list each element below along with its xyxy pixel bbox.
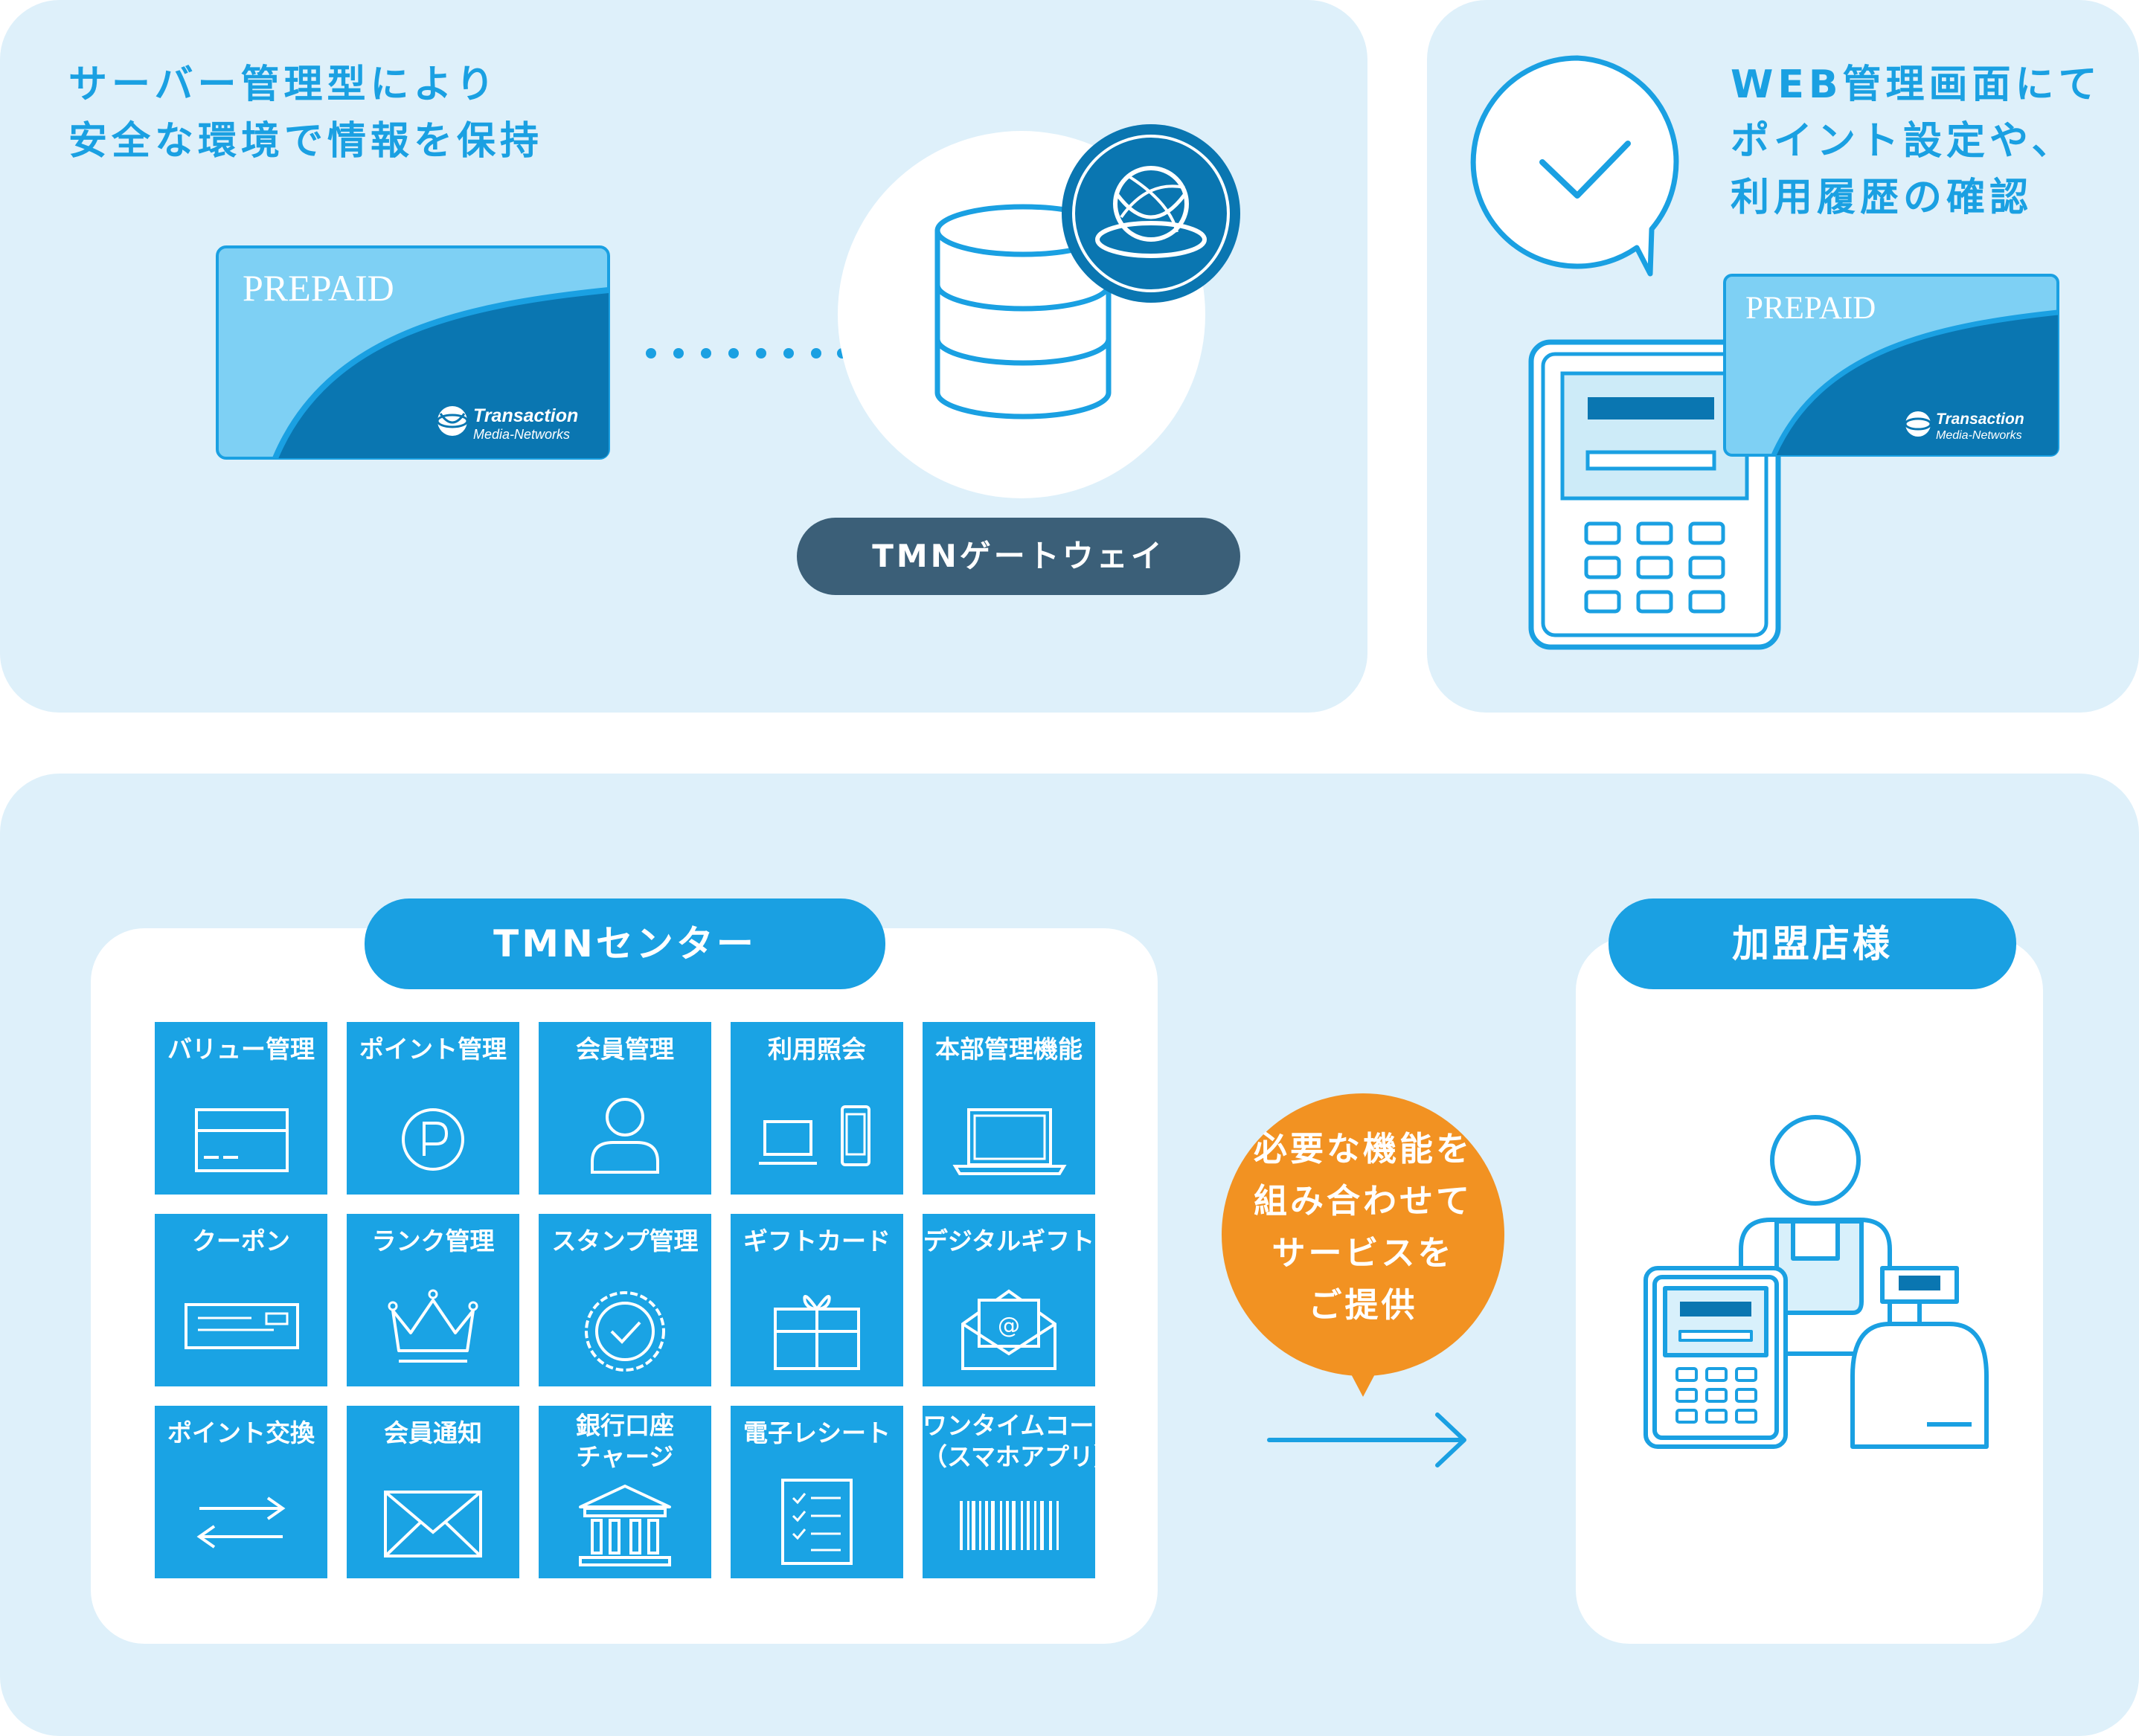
top-left-heading-line-2: 安全な環境で情報を保持 — [68, 119, 544, 164]
function-tile-label-line: ワンタイムコード — [923, 1411, 1119, 1440]
svg-text:@: @ — [998, 1313, 1020, 1339]
top-right-heading: WEB管理画面にて ポイント設定や、 利用履歴の確認 — [1731, 57, 2102, 226]
function-tile: 会員管理 — [539, 1022, 711, 1195]
orange-bubble-text: 必要な機能を 組み合わせて サービスを ご提供 — [1207, 1123, 1519, 1331]
top-right-heading-line-2: ポイント設定や、 — [1731, 119, 2075, 164]
person-icon — [591, 1098, 659, 1174]
prepaid-card-right-brand-2: Media-Networks — [1936, 429, 2022, 442]
function-tile-label-line: チャージ — [576, 1442, 674, 1471]
function-tile-label: クーポン — [155, 1226, 327, 1257]
function-tile-label-line: バリュー管理 — [167, 1035, 315, 1064]
prepaid-card-left-brand-2: Media-Networks — [473, 427, 571, 442]
function-tile-label: デジタルギフト — [923, 1226, 1095, 1257]
gateway-label: TMNゲートウェイ — [797, 518, 1240, 595]
function-tile-label: 利用照会 — [731, 1034, 903, 1065]
email-envelope-icon: @ — [961, 1289, 1056, 1370]
function-tile: ポイント交換 — [155, 1406, 327, 1578]
function-tile: バリュー管理 — [155, 1022, 327, 1195]
arrow-right-icon — [1267, 1412, 1466, 1467]
bubble-line-1: 必要な機能を — [1253, 1129, 1472, 1168]
function-tile: ギフトカード — [731, 1214, 903, 1386]
prepaid-card-left: PREPAID Transaction Media-Networks — [216, 245, 610, 460]
bubble-line-4: ご提供 — [1308, 1285, 1418, 1325]
prepaid-card-right: PREPAID Transaction Media-Networks — [1723, 274, 2059, 457]
function-tile: デジタルギフト @ — [923, 1214, 1095, 1386]
top-left-heading-line-1: サーバー管理型により — [68, 62, 499, 107]
function-tile: 電子レシート — [731, 1406, 903, 1578]
laptop-phone-icon — [759, 1105, 870, 1166]
function-tile-label-line: 本部管理機能 — [935, 1035, 1083, 1064]
function-tile-label-line: ポイント交換 — [167, 1418, 315, 1447]
exchange-arrows-icon — [196, 1497, 286, 1549]
laptop-icon — [952, 1108, 1067, 1175]
bank-icon — [579, 1485, 671, 1566]
payment-terminal-icon — [1528, 339, 1781, 650]
bubble-line-2: 組み合わせて — [1253, 1181, 1472, 1221]
function-tile-label: スタンプ管理 — [539, 1226, 711, 1257]
function-tile-label-line: 銀行口座 — [576, 1411, 674, 1440]
card-icon — [195, 1108, 289, 1172]
function-tile-label-line: 会員通知 — [384, 1418, 482, 1447]
function-tile-label: 電子レシート — [731, 1418, 903, 1449]
prepaid-card-right-label: PREPAID — [1745, 291, 1876, 326]
function-tile: ワンタイムコード（スマホアプリ） — [923, 1406, 1119, 1578]
prepaid-card-left-label: PREPAID — [243, 267, 394, 309]
function-tile-label: バリュー管理 — [155, 1034, 327, 1065]
merchant-label: 加盟店様 — [1609, 898, 2016, 989]
crown-icon — [388, 1289, 478, 1363]
mail-icon — [384, 1491, 482, 1557]
function-tile-label: ポイント交換 — [155, 1418, 327, 1449]
function-tile-label: ポイント管理 — [347, 1034, 519, 1065]
function-tile: ランク管理 — [347, 1214, 519, 1386]
function-tile: 利用照会 — [731, 1022, 903, 1195]
function-tile-label: 会員通知 — [347, 1418, 519, 1449]
function-tile-label-line: クーポン — [192, 1227, 290, 1256]
clerk-head — [1770, 1115, 1861, 1206]
bubble-line-3: サービスを — [1271, 1233, 1455, 1273]
orange-speech-bubble — [1222, 1093, 1504, 1397]
top-right-heading-line-3: 利用履歴の確認 — [1731, 176, 2033, 220]
function-tile: 本部管理機能 — [923, 1022, 1095, 1195]
function-tile-label: 本部管理機能 — [923, 1034, 1095, 1065]
receipt-icon — [781, 1479, 853, 1565]
function-tile: クーポン — [155, 1214, 327, 1386]
function-tile-label: 会員管理 — [539, 1034, 711, 1065]
function-tile-label-line: デジタルギフト — [923, 1227, 1095, 1256]
stamp-badge-icon — [585, 1291, 665, 1372]
function-tile: スタンプ管理 — [539, 1214, 711, 1386]
function-tile: 会員通知 — [347, 1406, 519, 1578]
function-tile: ポイント管理 — [347, 1022, 519, 1195]
function-tile-label-line: 会員管理 — [576, 1035, 674, 1064]
top-left-heading: サーバー管理型により 安全な環境で情報を保持 — [68, 57, 543, 170]
function-tile: 銀行口座チャージ — [539, 1406, 711, 1578]
function-tile-label-line: ランク管理 — [371, 1227, 495, 1256]
function-tile-label-line: 利用照会 — [768, 1035, 866, 1064]
barcode-icon — [960, 1501, 1059, 1550]
function-tile-label: 銀行口座チャージ — [539, 1410, 711, 1473]
function-tile-label-line: ポイント管理 — [359, 1035, 507, 1064]
function-tile-label-line: スタンプ管理 — [551, 1227, 699, 1256]
prepaid-card-right-brand-1: Transaction — [1936, 411, 2024, 428]
prepaid-card-right-graphic — [1723, 274, 2059, 457]
coupon-icon — [185, 1303, 299, 1349]
merchant-clerk-illustration — [1643, 1115, 1989, 1449]
function-tile-label: ランク管理 — [347, 1226, 519, 1257]
globe-logo-icon — [1062, 124, 1240, 303]
top-right-heading-line-1: WEB管理画面にて — [1731, 62, 2102, 107]
gift-icon — [774, 1294, 860, 1370]
tmn-center-label: TMNセンター — [365, 898, 885, 989]
check-speech-bubble-icon — [1470, 55, 1679, 277]
function-tile-label-line: （スマホアプリ） — [923, 1442, 1119, 1471]
function-tile-label: ギフトカード — [731, 1226, 903, 1257]
prepaid-card-left-graphic — [216, 245, 610, 460]
prepaid-card-left-brand-1: Transaction — [473, 405, 579, 426]
function-tile-label-line: ギフトカード — [743, 1227, 891, 1256]
function-tile-label-line: 電子レシート — [743, 1418, 891, 1447]
point-p-icon — [402, 1108, 464, 1171]
dotted-connector — [646, 348, 847, 359]
function-tile-label: ワンタイムコード（スマホアプリ） — [923, 1410, 1119, 1473]
